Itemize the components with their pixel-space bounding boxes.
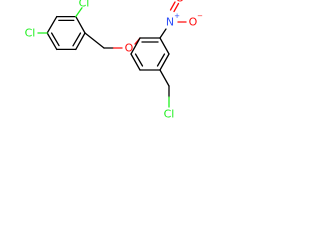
- bond: [159, 28, 167, 39]
- bond: [72, 32, 82, 47]
- atom-n-charge: +: [174, 12, 180, 20]
- bond: [130, 53, 141, 71]
- bond: [169, 1, 176, 11]
- bond: [75, 32, 86, 51]
- atom-o-nitro-double: O: [176, 0, 185, 5]
- atom-cl-para: Cl: [25, 27, 36, 40]
- bond: [159, 53, 170, 71]
- bond: [84, 32, 105, 49]
- bond: [130, 37, 141, 55]
- atom-o-nitro-single: O: [189, 16, 198, 29]
- atom-cl-chloromethyl: Cl: [164, 108, 175, 121]
- chemical-structure: Cl Cl O N + O O − Cl: [25, 0, 203, 121]
- atom-n-nitro: N: [166, 16, 174, 29]
- bond: [75, 15, 86, 34]
- bond: [159, 37, 170, 55]
- atom-o-ether: O: [125, 42, 134, 55]
- bond: [173, 2, 180, 13]
- atom-o-charge: −: [197, 12, 203, 20]
- bond: [46, 32, 58, 51]
- bond: [134, 53, 144, 67]
- bond: [46, 15, 58, 34]
- ring-b: [130, 37, 170, 71]
- bond: [75, 7, 83, 18]
- atom-cl-ortho: Cl: [79, 0, 90, 10]
- bond: [159, 69, 170, 87]
- bond: [156, 53, 166, 67]
- ring-a: [46, 15, 86, 51]
- bond: [50, 32, 60, 47]
